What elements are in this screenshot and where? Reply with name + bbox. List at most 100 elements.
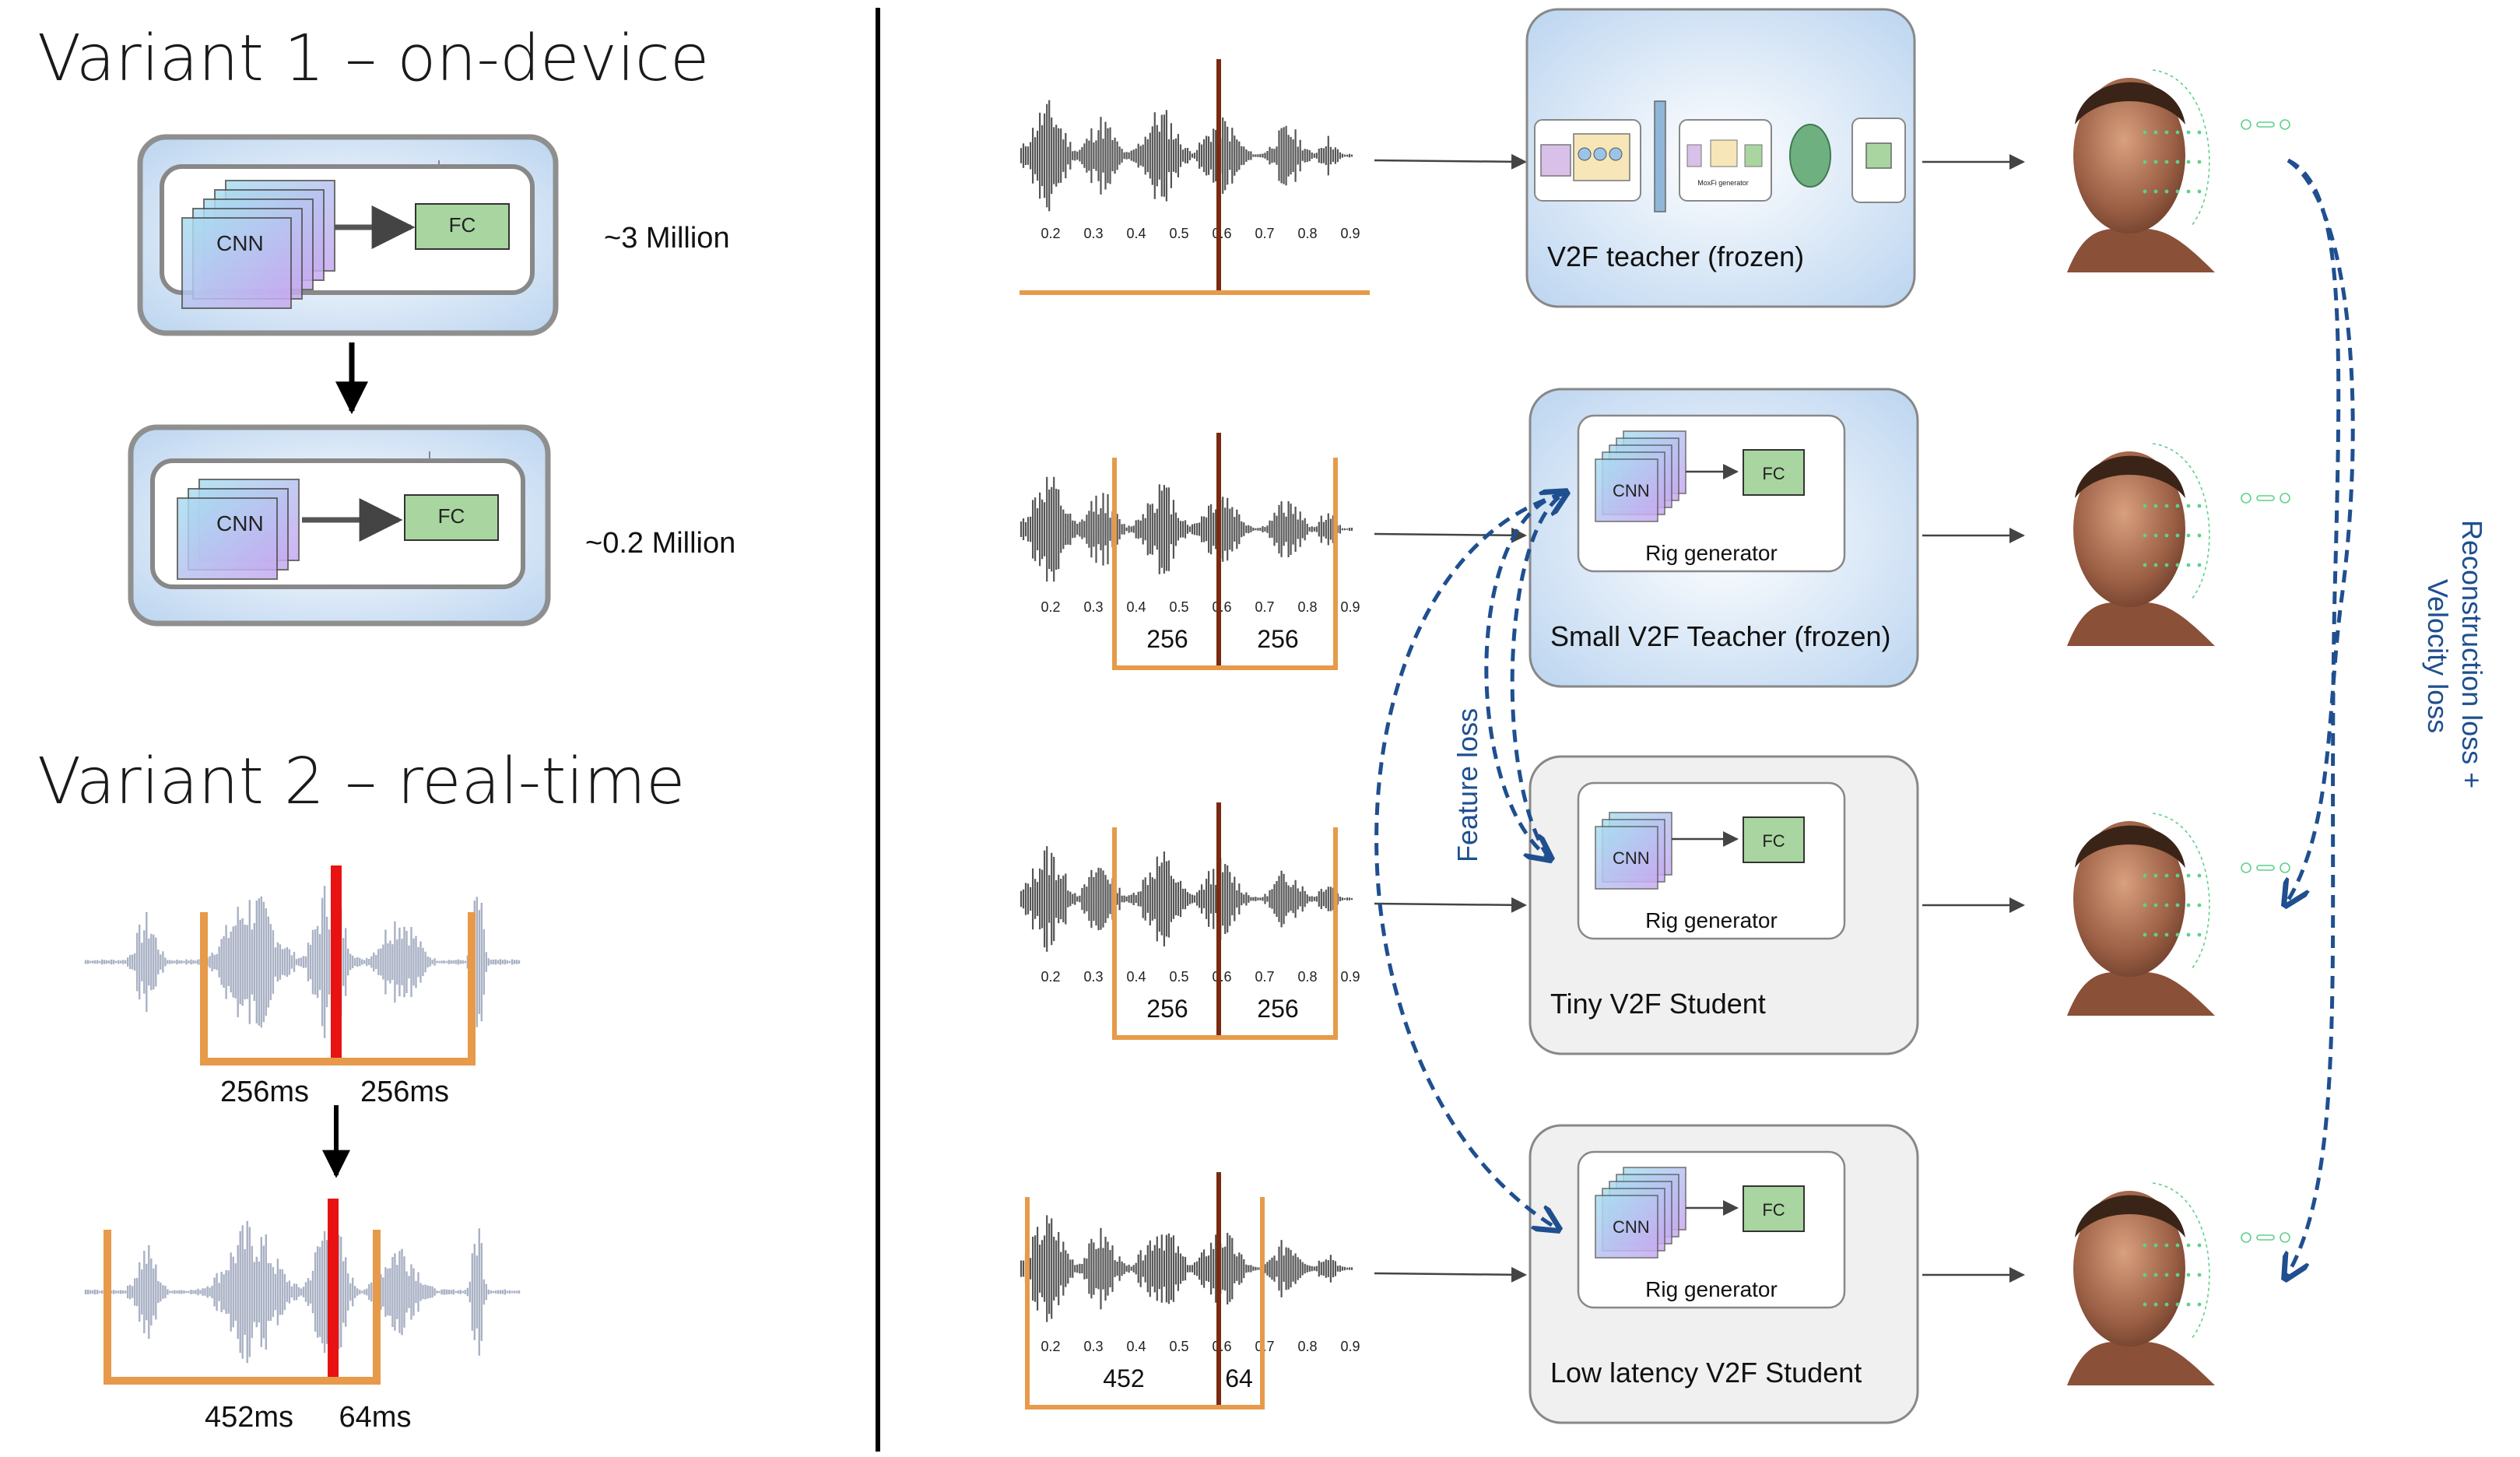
tick-label: 0.5 (1169, 226, 1188, 241)
context-window-a (200, 912, 476, 1066)
tick-label: 0.6 (1212, 599, 1231, 615)
context-window (1112, 827, 1338, 1040)
tick-label: 0.4 (1126, 226, 1146, 241)
context-window (1025, 1197, 1265, 1410)
feature-loss-label: Feature loss (1451, 708, 1483, 862)
tick-label: 0.6 (1212, 1339, 1231, 1354)
avatar-face-icon (2067, 69, 2290, 272)
cnn-label: CNN (1613, 1217, 1650, 1237)
context-window (1112, 458, 1338, 670)
waveform-path (1020, 476, 1353, 582)
context-window-b (104, 1230, 381, 1385)
tick-label: 0.5 (1169, 599, 1188, 615)
fc-label: FC (1762, 1200, 1785, 1220)
tick-label: 0.2 (1041, 226, 1060, 241)
window-b-right-label: 64ms (339, 1401, 412, 1434)
variant1-title: Variant 1 – on-device (37, 22, 709, 96)
head-render-icon (1789, 124, 1831, 188)
window-a-left-label: 256ms (220, 1076, 309, 1108)
window-left-label: 452 (1103, 1364, 1144, 1392)
rig-generator-label: Rig generator (1645, 541, 1778, 565)
fc-block (1743, 816, 1805, 863)
audio-to-model-arrow (1374, 1266, 1527, 1283)
audio-waveform (1020, 1215, 1353, 1322)
small-fc-block (404, 494, 499, 541)
tick-label: 0.3 (1083, 1339, 1103, 1354)
tick-label: 0.3 (1083, 969, 1103, 985)
small-fc-label: FC (438, 504, 465, 528)
tick-label: 0.2 (1041, 599, 1060, 615)
window-a-right-label: 256ms (360, 1076, 449, 1108)
avatar-face-icon (2067, 443, 2290, 646)
tick-label: 0.9 (1340, 969, 1360, 985)
tick-label: 0.8 (1297, 226, 1317, 241)
tick-label: 0.3 (1083, 226, 1103, 241)
model-title: Tiny V2F Student (1550, 988, 1766, 1020)
tick-label: 0.3 (1083, 599, 1103, 615)
small-cnn-label: CNN (216, 511, 264, 535)
generator-block-label: MoxFi generator (1697, 179, 1749, 187)
cnn-layer (1595, 458, 1658, 522)
waveform-path (1020, 100, 1353, 212)
window-right-label: 64 (1225, 1364, 1253, 1392)
model-title: V2F teacher (frozen) (1547, 240, 1804, 272)
feature-loss-arrows (1374, 493, 1564, 1228)
tick-label: 0.7 (1255, 969, 1274, 985)
tick-label: 0.6 (1212, 226, 1231, 241)
tick-label: 0.8 (1297, 969, 1317, 985)
window-b-left-label: 452ms (205, 1401, 293, 1434)
waveform-time-ticks: 0.2 0.3 0.4 0.5 0.6 0.7 0.8 0.9 (1041, 226, 1360, 241)
tick-label: 0.7 (1255, 599, 1274, 615)
feature-bar (1654, 100, 1666, 212)
tick-label: 0.4 (1126, 969, 1146, 985)
cnn-label: CNN (1613, 481, 1650, 500)
avatar-face-icon (2067, 1182, 2290, 1385)
tick-label: 0.9 (1340, 1339, 1360, 1354)
tick-label: 0.2 (1041, 1339, 1060, 1354)
tick-label: 0.2 (1041, 969, 1060, 985)
big-fc-block (415, 203, 510, 250)
variant2-waveform-b (84, 1219, 521, 1365)
audio-to-model-arrow (1374, 153, 1527, 170)
small-cnn-stack: CNN (177, 479, 300, 580)
audio-to-model-arrow (1374, 527, 1527, 543)
window-left-label: 256 (1146, 995, 1188, 1023)
audio-waveform (1020, 846, 1353, 952)
tick-label: 0.9 (1340, 226, 1360, 241)
waveform-path (84, 886, 521, 1038)
model-title: Small V2F Teacher (frozen) (1550, 620, 1891, 652)
audio-waveform (1020, 476, 1353, 582)
big-cnn-label: CNN (216, 231, 264, 255)
audio-to-model-arrow (1374, 897, 1527, 913)
tick-label: 0.8 (1297, 599, 1317, 615)
rig-generator-label: Rig generator (1645, 1277, 1778, 1301)
rig-generator-label: Rig generator (1645, 908, 1778, 932)
small-model-params: ~0.2 Million (585, 527, 735, 560)
fc-block (1743, 449, 1805, 496)
big-cnn-stack: CNN (181, 180, 335, 309)
cnn-label: CNN (1613, 848, 1650, 868)
reconstruction-loss-label-line1: Reconstruction loss + (2456, 520, 2488, 788)
tick-label: 0.9 (1340, 599, 1360, 615)
avatar-face-icon (2067, 813, 2290, 1016)
audio-waveform (1020, 100, 1353, 212)
variant2-title: Variant 2 – real-time (37, 745, 685, 819)
window-left-label: 256 (1146, 625, 1188, 653)
fc-label: FC (1762, 831, 1785, 851)
teacher-pipeline: MoxFi generator (1534, 100, 1906, 212)
cnn-layer (1595, 826, 1658, 890)
tick-label: 0.5 (1169, 1339, 1188, 1354)
tick-label: 0.7 (1255, 226, 1274, 241)
variant2-waveform-a (84, 886, 521, 1038)
fc-block (1743, 1185, 1805, 1232)
tick-label: 0.4 (1126, 1339, 1146, 1354)
